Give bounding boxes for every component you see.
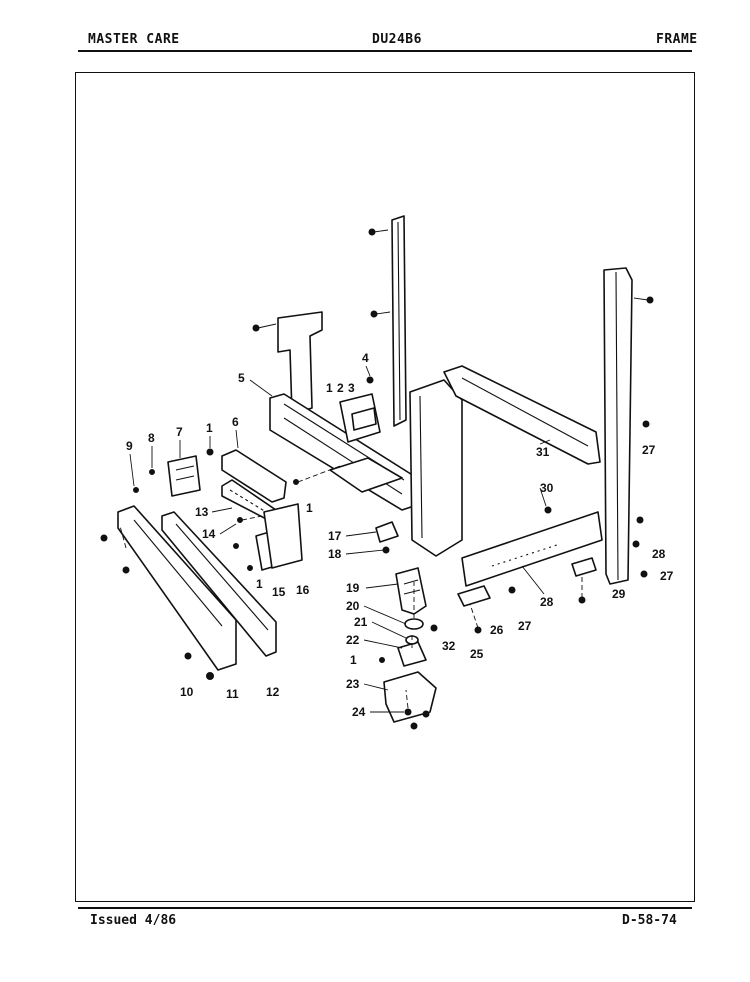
callout-22: 22 <box>346 633 360 647</box>
callout-1-b: 1 <box>206 421 213 435</box>
footer-issued: Issued 4/86 <box>90 913 177 928</box>
callout-30: 30 <box>540 481 554 495</box>
frame-parts-drawing <box>100 215 654 730</box>
footer-code: D-58-74 <box>622 913 677 928</box>
callout-23: 23 <box>346 677 360 691</box>
callout-15: 15 <box>272 585 286 599</box>
callout-12: 12 <box>266 685 280 699</box>
callout-5: 5 <box>238 371 245 385</box>
callout-4: 4 <box>362 351 369 365</box>
callout-1-d: 1 <box>350 653 357 667</box>
callout-31: 31 <box>536 445 550 459</box>
callout-19: 19 <box>346 581 360 595</box>
callout-32: 32 <box>442 639 456 653</box>
callout-16: 16 <box>296 583 310 597</box>
callout-9: 9 <box>126 439 133 453</box>
header-model: DU24B6 <box>372 32 422 47</box>
callout-1-e: 1 <box>306 501 313 515</box>
header-brand: MASTER CARE <box>88 32 180 47</box>
diagram-frame <box>75 72 695 902</box>
callout-25: 25 <box>470 647 484 661</box>
callout-27-b: 27 <box>642 443 656 457</box>
header-section: FRAME <box>656 32 698 47</box>
callout-28: 28 <box>540 595 554 609</box>
callout-11: 11 <box>226 687 239 701</box>
callout-7: 7 <box>176 425 183 439</box>
callout-24: 24 <box>352 705 366 719</box>
callout-20: 20 <box>346 599 360 613</box>
callout-2: 2 <box>337 381 344 395</box>
callout-3: 3 <box>348 381 355 395</box>
callout-10: 10 <box>180 685 194 699</box>
leader-lines <box>129 365 551 713</box>
callout-29: 29 <box>612 587 626 601</box>
callout-17: 17 <box>328 529 342 543</box>
callout-27-c: 27 <box>660 569 674 583</box>
callout-14: 14 <box>202 527 216 541</box>
callout-26: 26 <box>490 623 504 637</box>
callout-labels: 1 2 3 4 5 6 1 7 8 9 13 14 1 15 16 17 18 … <box>126 351 674 719</box>
callout-6: 6 <box>232 415 239 429</box>
callout-28-b: 28 <box>652 547 666 561</box>
callout-8: 8 <box>148 431 155 445</box>
callout-1-a: 1 <box>326 381 333 395</box>
header-rule <box>78 50 692 52</box>
footer-rule <box>78 907 692 909</box>
callout-21: 21 <box>354 615 368 629</box>
callout-1-c: 1 <box>256 577 263 591</box>
callout-13: 13 <box>195 505 209 519</box>
callout-27-a: 27 <box>518 619 532 633</box>
callout-18: 18 <box>328 547 342 561</box>
